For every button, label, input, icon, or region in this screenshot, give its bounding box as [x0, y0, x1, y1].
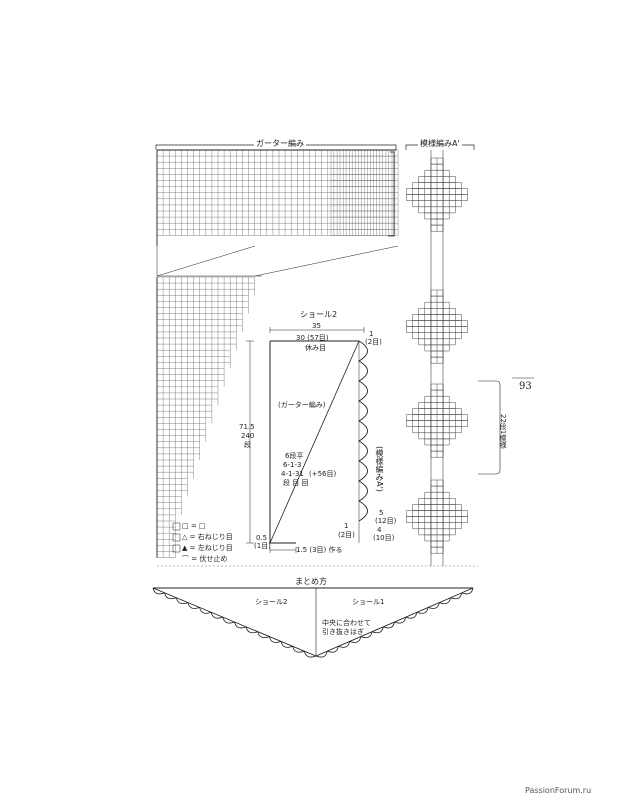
pattern-center-column: [430, 150, 444, 566]
pattern-diamond-4: [406, 479, 468, 554]
pattern-diamond-3: [406, 383, 468, 458]
bottom-left-stitch: (1目): [254, 542, 271, 550]
legend-swatches: [172, 522, 181, 553]
decrease-total: (+56目): [309, 470, 337, 478]
assembly-title: まとめ方: [295, 577, 327, 586]
decrease-line-4: 段 目 回: [283, 479, 309, 487]
assembly-right-piece: ショール1: [352, 598, 385, 606]
decrease-line-3: 4-1-31: [281, 470, 304, 478]
garter-top-stair: [388, 151, 395, 237]
right-5-stitch: (12目): [375, 517, 397, 525]
pattern-diamond-1: [406, 157, 468, 232]
pattern-repeat-bracket: [478, 380, 501, 475]
schematic-height-unit: 段: [244, 441, 251, 449]
right-4: 4: [377, 526, 382, 534]
right-5: 5: [379, 509, 384, 517]
schematic-top-width: 30 (57目): [296, 334, 329, 342]
pattern-chart-title: 模様編みA': [418, 139, 462, 149]
schematic-title: ショール2: [300, 310, 338, 319]
schematic-total-width: 35: [312, 322, 321, 330]
schematic-width-dim: [269, 327, 365, 333]
page-number: 93: [519, 381, 532, 392]
garter-grid-lower: [156, 276, 255, 558]
schematic-bottom-dim: [269, 547, 297, 553]
legend-item-right-twist: △ = 右ねじり目: [182, 533, 233, 541]
legend-item-bind-off: ⌒ = 伏せ止め: [182, 555, 228, 563]
garter-chart-title: ガーター編み: [254, 139, 306, 149]
right-top-num: 1: [369, 330, 374, 338]
assembly-note-2: 引き抜きはぎ: [322, 628, 364, 636]
schematic-scallop-edge: [358, 340, 368, 522]
bottom-width: 1.5 (3目) 作る: [296, 546, 343, 554]
schematic-diagonal: [269, 340, 360, 544]
legend-item-knit: □ = □: [182, 522, 206, 530]
assembly-scallops: [152, 587, 474, 658]
right-mid-num: 1: [344, 522, 349, 530]
assembly-left-piece: ショール2: [255, 598, 288, 606]
assembly-note-1: 中央に合わせて: [322, 619, 371, 627]
schematic-height-cm: 71.5: [239, 423, 255, 431]
schematic-height-dim: [246, 340, 254, 544]
pattern-diamond-2: [406, 289, 468, 364]
watermark: PassionForum.ru: [525, 786, 592, 795]
decrease-line-1: 6段平: [285, 452, 304, 460]
schematic-garter-label: (ガーター編み): [278, 401, 326, 409]
garter-top-outline: [156, 149, 396, 246]
pattern-repeat-note: 22段1模様: [499, 414, 507, 449]
schematic-pattern-label: (模様編みA'): [375, 446, 384, 492]
schematic-height-rows: 240: [241, 432, 255, 440]
legend-item-left-twist: ▲ = 左ねじり目: [182, 544, 233, 552]
decrease-line-2: 6-1-3: [283, 461, 302, 469]
bottom-left-cm: 0.5: [256, 534, 268, 542]
right-4-stitch: (10目): [373, 534, 395, 542]
assembly-triangle: [152, 587, 474, 657]
right-mid-stitch: (2目): [338, 531, 355, 539]
right-top-stitch: (2目): [365, 338, 382, 346]
schematic-top-note: 休み目: [305, 344, 326, 352]
garter-connector: [156, 245, 399, 277]
